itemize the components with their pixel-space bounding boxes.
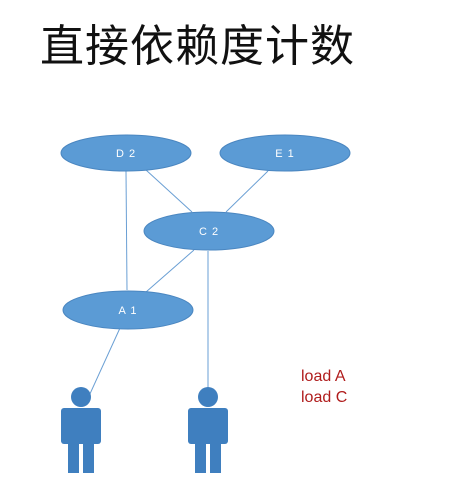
log-line: load A bbox=[301, 368, 346, 385]
edge-c-a bbox=[145, 249, 195, 293]
node-e-label: E 1 bbox=[275, 148, 295, 160]
edge-d-c bbox=[145, 169, 193, 213]
node-d[interactable]: D 2 bbox=[60, 134, 192, 172]
node-d-label: D 2 bbox=[116, 148, 136, 160]
edge-a-person1 bbox=[88, 327, 121, 397]
load-log: load A load C bbox=[301, 366, 347, 408]
person-icon bbox=[61, 387, 101, 473]
node-c-label: C 2 bbox=[199, 226, 219, 238]
log-line: load C bbox=[301, 389, 348, 406]
node-a[interactable]: A 1 bbox=[62, 290, 194, 330]
edge-d-a bbox=[125, 170, 128, 291]
edge-e-c bbox=[225, 170, 269, 213]
node-a-label: A 1 bbox=[119, 305, 138, 317]
person-icon bbox=[188, 387, 228, 473]
page-title: 直接依赖度计数 bbox=[40, 21, 355, 72]
node-e[interactable]: E 1 bbox=[219, 134, 351, 172]
node-c[interactable]: C 2 bbox=[143, 211, 275, 251]
